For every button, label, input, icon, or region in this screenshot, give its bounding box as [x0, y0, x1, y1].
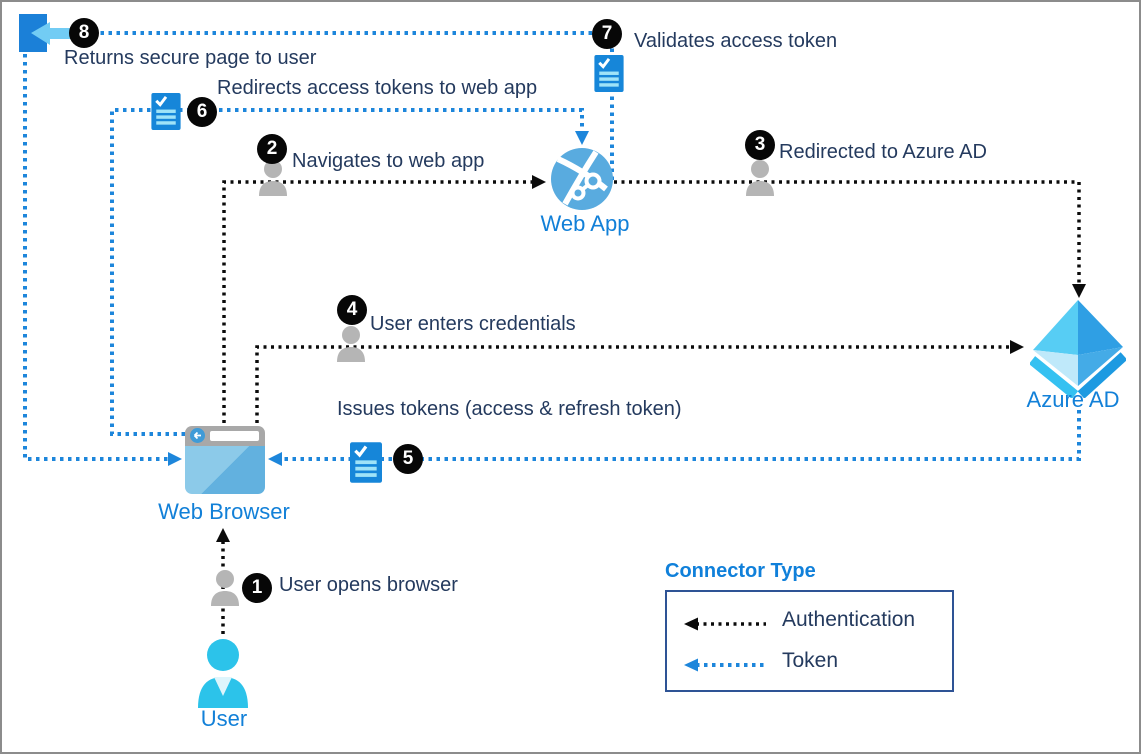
- step-label-3: Redirected to Azure AD: [779, 141, 987, 163]
- step-label-6: Redirects access tokens to web app: [217, 77, 538, 99]
- legend-row-token: Token: [667, 649, 952, 681]
- person-icon-step1: [211, 570, 239, 606]
- token-document-icon-step6: [151, 93, 181, 130]
- azure-ad-icon: [1030, 300, 1126, 398]
- user-icon: [198, 639, 248, 708]
- step-badge-4: 4: [337, 295, 367, 325]
- user-label: User: [200, 706, 248, 731]
- step-label-2: Navigates to web app: [292, 150, 485, 172]
- authentication-connector-icon: [684, 617, 766, 631]
- auth-line-step3: [614, 180, 1081, 283]
- auth-line-step2: [222, 180, 532, 423]
- web-browser-label: Web Browser: [158, 499, 290, 524]
- token-connector-icon: [684, 658, 766, 672]
- web-app-icon: [551, 148, 613, 210]
- step-badge-1: 1: [242, 573, 272, 603]
- step-label-1: User opens browser: [279, 574, 458, 596]
- browser-body: [185, 446, 265, 494]
- web-browser-icon: [185, 426, 265, 494]
- person-icon-step3: [746, 160, 774, 196]
- token-line-step6: [110, 108, 584, 436]
- auth-line-step4: [255, 345, 1010, 423]
- token-document-icon-step7: [594, 55, 624, 92]
- step-label-8: Returns secure page to user: [64, 47, 317, 69]
- web-app-label: Web App: [540, 211, 630, 236]
- step-badge-2: 2: [257, 134, 287, 164]
- token-document-icon-step5: [350, 442, 382, 483]
- legend-label-authentication: Authentication: [782, 608, 916, 631]
- step-badge-5: 5: [393, 444, 423, 474]
- legend-box: Authentication Token: [665, 590, 954, 692]
- token-line-step5: [284, 410, 1081, 461]
- browser-toolbar: [185, 426, 265, 446]
- browser-address-bar: [210, 431, 259, 441]
- token-arrowheads: [168, 131, 589, 466]
- legend-title: Connector Type: [665, 560, 816, 582]
- person-icon-step4: [337, 326, 365, 362]
- azure-ad-label: Azure AD: [1026, 387, 1120, 412]
- step-label-4: User enters credentials: [370, 313, 576, 335]
- step-badge-7: 7: [592, 19, 622, 49]
- step-label-5: Issues tokens (access & refresh token): [337, 398, 682, 420]
- step-badge-8: 8: [69, 18, 99, 48]
- auth-arrowheads: [216, 175, 1086, 542]
- token-line-step8-return: [23, 54, 168, 461]
- step-label-7: Validates access token: [634, 30, 838, 52]
- step-badge-3: 3: [745, 130, 775, 160]
- token-connectors: [23, 31, 1081, 461]
- browser-back-icon: [190, 428, 205, 443]
- step-badge-6: 6: [187, 97, 217, 127]
- legend-row-authentication: Authentication: [667, 608, 952, 640]
- secure-page-arrow-icon: [31, 22, 77, 45]
- person-icon-step2: [259, 160, 287, 196]
- legend-label-token: Token: [782, 649, 839, 672]
